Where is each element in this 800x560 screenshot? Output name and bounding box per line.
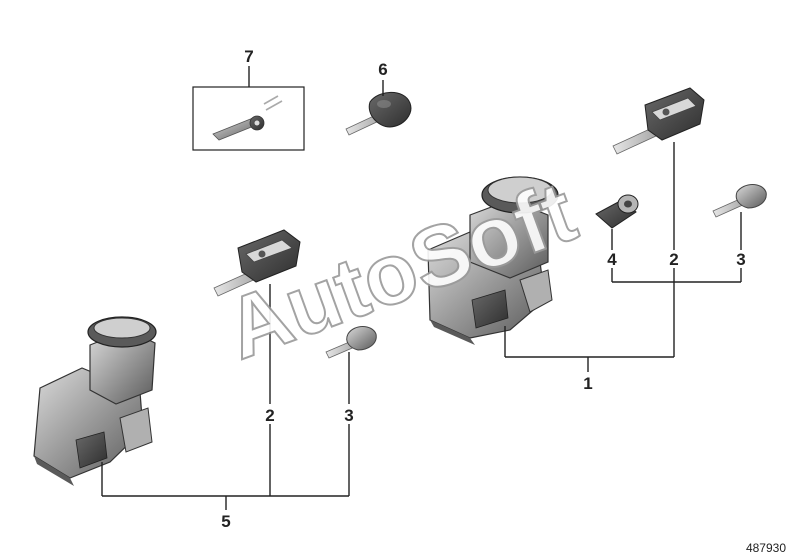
watermark-text: AutoSoft — [214, 163, 588, 377]
leader-lines — [101, 66, 742, 510]
callout-numbers: 7 6 4 2 3 1 2 3 5 — [221, 47, 745, 531]
callout-1: 1 — [583, 374, 592, 393]
callout-4: 4 — [607, 250, 617, 269]
part-3-key-icon-left — [325, 326, 377, 359]
callout-2-right: 2 — [669, 250, 678, 269]
callout-3-right: 3 — [736, 250, 745, 269]
callout-3-left: 3 — [344, 406, 353, 425]
reference-number: 487930 — [746, 541, 786, 555]
part-4-lock-cylinder-icon — [595, 194, 639, 229]
part-3-key-icon-right — [712, 184, 767, 218]
callout-5: 5 — [221, 512, 230, 531]
callout-2-left: 2 — [265, 406, 274, 425]
part-7-tool-group — [192, 86, 305, 151]
ignition-lock-assembly-left — [33, 316, 157, 486]
part-6-key-icon — [345, 91, 412, 136]
callout-6: 6 — [378, 60, 387, 79]
callout-7: 7 — [244, 47, 253, 66]
watermark: AutoSoft — [213, 162, 589, 378]
part-7-frame — [192, 86, 305, 151]
part-7-tool-icon — [212, 95, 283, 141]
ignition-lock-assembly-right — [427, 176, 559, 345]
part-2-remote-key-icon-right — [612, 87, 705, 155]
part-2-remote-key-icon-left — [213, 229, 301, 297]
